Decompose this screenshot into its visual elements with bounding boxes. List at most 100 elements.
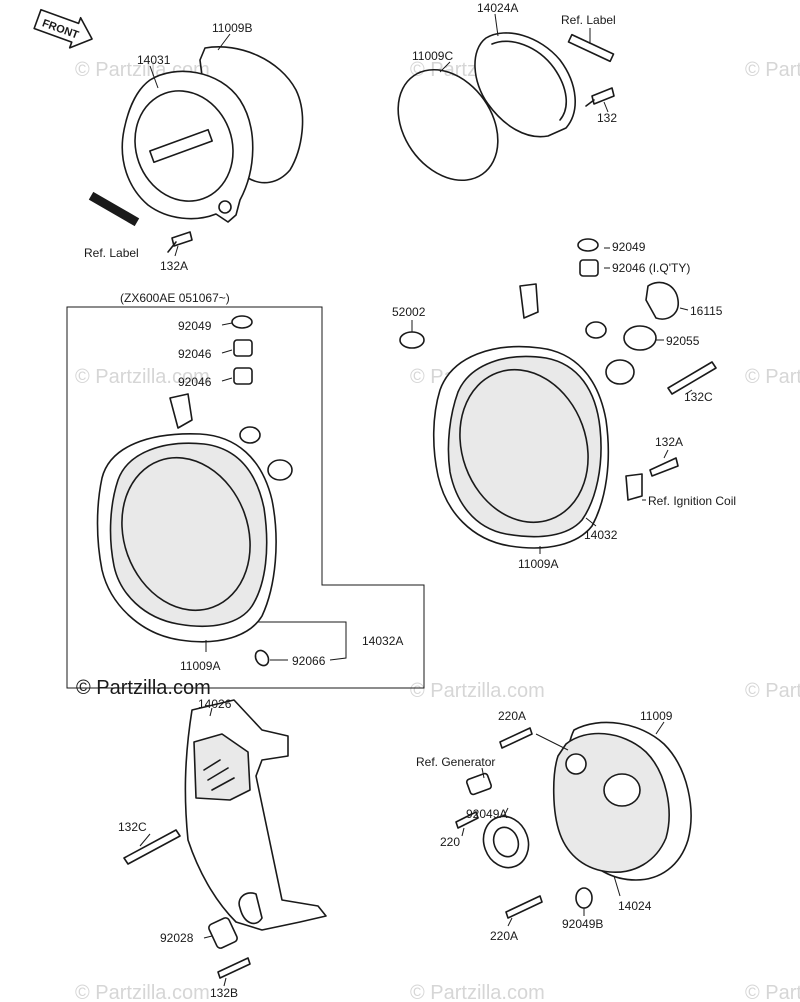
leader-132c-r bbox=[685, 389, 693, 395]
front-arrow: FRONT bbox=[33, 8, 93, 49]
bolt-220a-top bbox=[499, 727, 533, 749]
label-14032: 14032 bbox=[584, 528, 618, 542]
label-ref-ignition-coil: Ref. Ignition Coil bbox=[648, 494, 736, 508]
gasket-11009c bbox=[397, 68, 499, 182]
leader-14024 bbox=[613, 875, 621, 897]
bolt-220a-bottom bbox=[505, 895, 543, 919]
label-132a-r: 132A bbox=[655, 435, 683, 449]
inset-crankcase-cover-assembly bbox=[96, 315, 347, 667]
leader-132a-tl bbox=[174, 245, 179, 257]
leader-132a-r bbox=[663, 449, 669, 459]
generator-cover-assembly bbox=[88, 33, 304, 257]
label-ref-label-top: Ref. Label bbox=[561, 13, 616, 27]
sprocket-cover-assembly bbox=[123, 699, 327, 987]
cover-14024-boss bbox=[565, 753, 587, 775]
leader-14024a bbox=[494, 13, 499, 37]
label-11009b: 11009B bbox=[212, 21, 252, 35]
label-ref-label-left: Ref. Label bbox=[84, 246, 139, 260]
leader-132b bbox=[223, 977, 227, 987]
inset-cover-tab bbox=[169, 393, 193, 429]
outer-cover-assembly bbox=[397, 13, 615, 182]
leader-16115 bbox=[679, 307, 689, 311]
label-92055: 92055 bbox=[666, 334, 700, 348]
label-220a-b: 220A bbox=[490, 929, 518, 943]
watermark: © Partzilla.com bbox=[75, 982, 210, 1002]
cover-14026-upper-panel bbox=[193, 733, 251, 801]
bolt-132c-right bbox=[667, 361, 717, 395]
leader-14032 bbox=[585, 517, 597, 527]
watermark: © Partzilla.com bbox=[410, 982, 545, 1002]
leader-92028 bbox=[203, 935, 213, 939]
cover-14032-body bbox=[447, 355, 602, 538]
inset-cover-boss-top bbox=[239, 426, 261, 444]
cover-14031-slot bbox=[149, 128, 213, 164]
leader-11009b bbox=[217, 33, 231, 51]
watermark: © Partzilla.com bbox=[745, 680, 800, 702]
leader-11009 bbox=[655, 721, 665, 735]
watermark-main: © Partzilla.com bbox=[76, 677, 211, 699]
inset-bearing-92046-a bbox=[233, 339, 253, 357]
cover-14032-boss-right bbox=[605, 359, 635, 385]
ignition-coil-bracket bbox=[625, 473, 643, 501]
label-92028: 92028 bbox=[160, 931, 194, 945]
leader-11009c bbox=[439, 61, 451, 73]
oil-seal-92049-right bbox=[577, 238, 599, 252]
front-arrow-shape bbox=[33, 8, 93, 49]
leader-inset-92046-b bbox=[221, 377, 233, 382]
oil-seal-92049a-inner bbox=[492, 826, 520, 858]
leader-inset-14032a bbox=[258, 621, 347, 661]
label-132b: 132B bbox=[210, 986, 238, 1000]
leader-92049a bbox=[503, 807, 509, 817]
bolt-132c-bottom bbox=[123, 829, 181, 865]
bearing-92046-right bbox=[579, 259, 599, 277]
label-92046-l1: 92046 bbox=[178, 347, 212, 361]
label-92049a: 92049A bbox=[466, 807, 507, 821]
label-92066: 92066 bbox=[292, 654, 326, 668]
ref-label-plate-right bbox=[567, 33, 615, 63]
label-14031: 14031 bbox=[137, 53, 171, 67]
generator-lead-grommet bbox=[465, 772, 493, 796]
cap-16115 bbox=[645, 281, 679, 320]
bolt-220 bbox=[455, 811, 479, 829]
oil-seal-92049b bbox=[575, 887, 593, 909]
crankcase-cover-assembly bbox=[399, 238, 717, 554]
leader-14026 bbox=[209, 707, 213, 717]
label-220a-t: 220A bbox=[498, 709, 526, 723]
label-16115: 16115 bbox=[690, 304, 723, 318]
inset-dowel-92066 bbox=[254, 649, 270, 667]
watermark-layer: © Partzilla.com © Partzilla.com © Partzi… bbox=[75, 59, 800, 1002]
watermark: © Partzilla.com bbox=[410, 680, 545, 702]
cover-14032-face bbox=[459, 368, 589, 524]
label-52002: 52002 bbox=[392, 305, 426, 319]
label-11009a-r: 11009A bbox=[518, 557, 558, 571]
bolt-132a-right bbox=[649, 457, 679, 477]
cover-14026-ribs bbox=[203, 759, 235, 791]
cover-14024-bore bbox=[603, 773, 641, 807]
label-92049b: 92049B bbox=[562, 917, 603, 931]
watermark: © Partzilla.com bbox=[745, 59, 800, 81]
cover-14024a-rim bbox=[491, 40, 567, 121]
watermark: © Partzilla.com bbox=[745, 982, 800, 1002]
leader-220 bbox=[461, 827, 465, 837]
label-14024a: 14024A bbox=[477, 1, 518, 15]
label-14024: 14024 bbox=[618, 899, 652, 913]
label-220: 220 bbox=[440, 835, 460, 849]
plug-52002 bbox=[399, 331, 425, 349]
oil-seal-92049a bbox=[482, 815, 530, 869]
inset-cover-face bbox=[121, 456, 251, 612]
o-ring-92055 bbox=[623, 325, 657, 351]
leader-220a-top bbox=[535, 733, 569, 751]
leader-inset-92049 bbox=[221, 322, 233, 326]
cover-14032-boss-top bbox=[585, 321, 607, 339]
label-132c-b: 132C bbox=[118, 820, 147, 834]
label-92046-r: 92046 (I.Q'TY) bbox=[612, 261, 690, 275]
watermark: © Partzilla.com bbox=[75, 366, 210, 388]
generator-cover-14024-assembly bbox=[455, 721, 692, 927]
inset-cover-body bbox=[109, 442, 268, 627]
label-92049-l: 92049 bbox=[178, 319, 212, 333]
label-14032a: 14032A bbox=[362, 634, 403, 648]
leader-inset-92046-a bbox=[221, 349, 233, 354]
leader-14031 bbox=[149, 65, 159, 89]
